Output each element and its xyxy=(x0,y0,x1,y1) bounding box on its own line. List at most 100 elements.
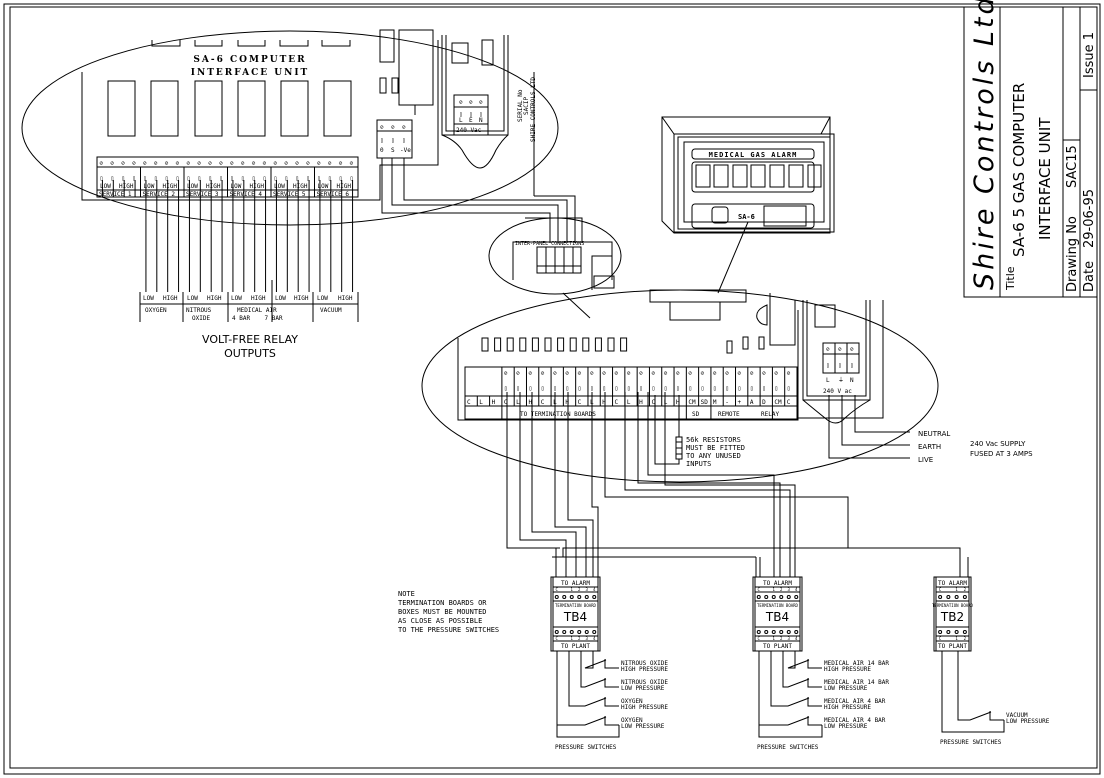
label-vacuum: VACUUM xyxy=(320,307,342,314)
screw-terminal: ⊘ xyxy=(284,160,288,167)
svg-text:TERMINATION BOARDS OR: TERMINATION BOARDS OR xyxy=(398,599,487,607)
pin-label: 1 xyxy=(571,636,574,641)
resistor xyxy=(569,337,577,352)
title-block: Shire Controls Ltd Title SA-6 5 GAS COMP… xyxy=(963,0,1098,298)
terminal-slot: ▯ xyxy=(787,385,791,392)
board-small-label: TERMINATION BOARD xyxy=(555,603,597,608)
terminal-slot: ▯ xyxy=(339,175,343,182)
terminal-label: C xyxy=(787,399,791,406)
terminal-slot: ▯ xyxy=(504,385,508,392)
pin-label: 4 xyxy=(795,587,798,592)
pin-label: 2 xyxy=(780,636,783,641)
svg-text:⊘: ⊘ xyxy=(826,346,830,353)
dc-link-wires xyxy=(381,158,583,243)
terminal-screw xyxy=(946,595,951,599)
resistor xyxy=(506,337,514,352)
board-name: TB4 xyxy=(563,610,587,624)
svg-text:▯: ▯ xyxy=(850,362,854,369)
svg-text:L: L xyxy=(459,117,463,124)
terminal-slot: ▯ xyxy=(110,175,114,182)
terminal-screw xyxy=(562,630,567,634)
pin-label: C xyxy=(758,587,761,592)
terminal-slot: ▯ xyxy=(664,385,668,392)
svg-text:0: 0 xyxy=(380,147,384,154)
switch-label-1: NITROUS OXIDE xyxy=(621,660,668,667)
terminal-slot: ▯ xyxy=(627,385,631,392)
terminal-slot: ▯ xyxy=(197,175,201,182)
to-plant-label: TO PLANT xyxy=(561,643,590,650)
service-name: SERVICE 4 xyxy=(230,191,263,198)
terminal-label: SD xyxy=(701,399,709,406)
svg-text:4 BAR 7 BAR: 4 BAR 7 BAR xyxy=(232,315,283,322)
date-label: Date xyxy=(1082,261,1097,292)
resistor-note: 56k RESISTORS MUST BE FITTED TO ANY UNUS… xyxy=(654,395,745,468)
to-alarm-label: TO ALARM xyxy=(763,580,792,587)
pin-label: 1 xyxy=(773,587,776,592)
svg-text:▯: ▯ xyxy=(380,137,384,144)
resistor xyxy=(494,337,502,352)
terminal-slot: ▯ xyxy=(176,175,180,182)
screw-terminal: ⊘ xyxy=(197,160,201,167)
alarm-board-callout xyxy=(421,289,939,483)
service-high-label: HIGH xyxy=(337,183,352,190)
relay-output-labels: LOW HIGH LOW HIGH LOW HIGH LOW HIGH LOW … xyxy=(139,280,359,360)
terminal-label: L xyxy=(479,399,483,406)
installation-note: NOTE TERMINATION BOARDS OR BOXES MUST BE… xyxy=(398,590,499,634)
terminal-slot: ▯ xyxy=(263,175,267,182)
service-name: SERVICE 3 xyxy=(186,191,219,198)
screw-terminal: ⊘ xyxy=(664,370,668,377)
terminal-slot: ▯ xyxy=(565,385,569,392)
inter-panel-callout: INTER-PANEL CONNECTIONS xyxy=(488,217,622,319)
power-label: 240 Vac xyxy=(456,127,482,134)
dc-terminal-block xyxy=(376,119,413,159)
pin-label: 2 xyxy=(780,587,783,592)
to-alarm-label: TO ALARM xyxy=(561,580,590,587)
pin-label: 2 xyxy=(964,587,967,592)
service-high-label: HIGH xyxy=(119,183,134,190)
screw-terminal: ⊘ xyxy=(99,160,103,167)
to-plant-label: TO PLANT xyxy=(763,643,792,650)
terminal-label: H xyxy=(492,399,496,406)
pin-label: 3 xyxy=(586,636,589,641)
svg-text:HIGH: HIGH xyxy=(294,295,309,302)
resistor xyxy=(481,337,489,352)
terminal-slot: ▯ xyxy=(328,175,332,182)
outer-border xyxy=(3,3,1101,775)
svg-text:SERIAL No: SERIAL No xyxy=(517,89,524,122)
terminal-slot: ▯ xyxy=(186,175,190,182)
svg-text:HIGH: HIGH xyxy=(163,295,178,302)
relays xyxy=(107,80,352,137)
svg-text:⊘: ⊘ xyxy=(479,99,483,106)
terminal-slot: ▯ xyxy=(528,385,532,392)
terminal-label: C xyxy=(504,399,508,406)
terminal-screw xyxy=(584,630,589,634)
resistor xyxy=(544,337,552,352)
pin-label: 2 xyxy=(578,587,581,592)
terminal-screw xyxy=(794,630,799,634)
alarm-mute-button[interactable] xyxy=(711,206,729,224)
terminal-label: L xyxy=(627,399,631,406)
terminal-screw xyxy=(786,595,791,599)
resistor xyxy=(594,337,602,352)
terminal-screw xyxy=(771,595,776,599)
svg-text:NOTE: NOTE xyxy=(398,590,415,598)
terminal-screw xyxy=(764,595,769,599)
screw-terminal: ⊘ xyxy=(787,370,791,377)
title-line2: INTERFACE UNIT xyxy=(1036,117,1054,240)
terminal-slot: ▯ xyxy=(516,385,520,392)
switch-label-2: HIGH PRESSURE xyxy=(824,704,871,711)
alarm-indicators xyxy=(695,164,822,188)
switch-label-1: NITROUS OXIDE xyxy=(621,679,668,686)
screw-terminal: ⊘ xyxy=(774,370,778,377)
title-label: Title xyxy=(1004,266,1017,291)
neutral-label: NEUTRAL xyxy=(918,430,950,438)
screw-terminal: ⊘ xyxy=(541,370,545,377)
terminal-slot: ▯ xyxy=(121,175,125,182)
terminal-slot: ▯ xyxy=(639,385,643,392)
terminal-screw xyxy=(592,630,597,634)
pin-label: C xyxy=(556,636,559,641)
terminal-label: C xyxy=(467,399,471,406)
screw-terminal: ⊘ xyxy=(230,160,234,167)
service-high-label: HIGH xyxy=(293,183,308,190)
